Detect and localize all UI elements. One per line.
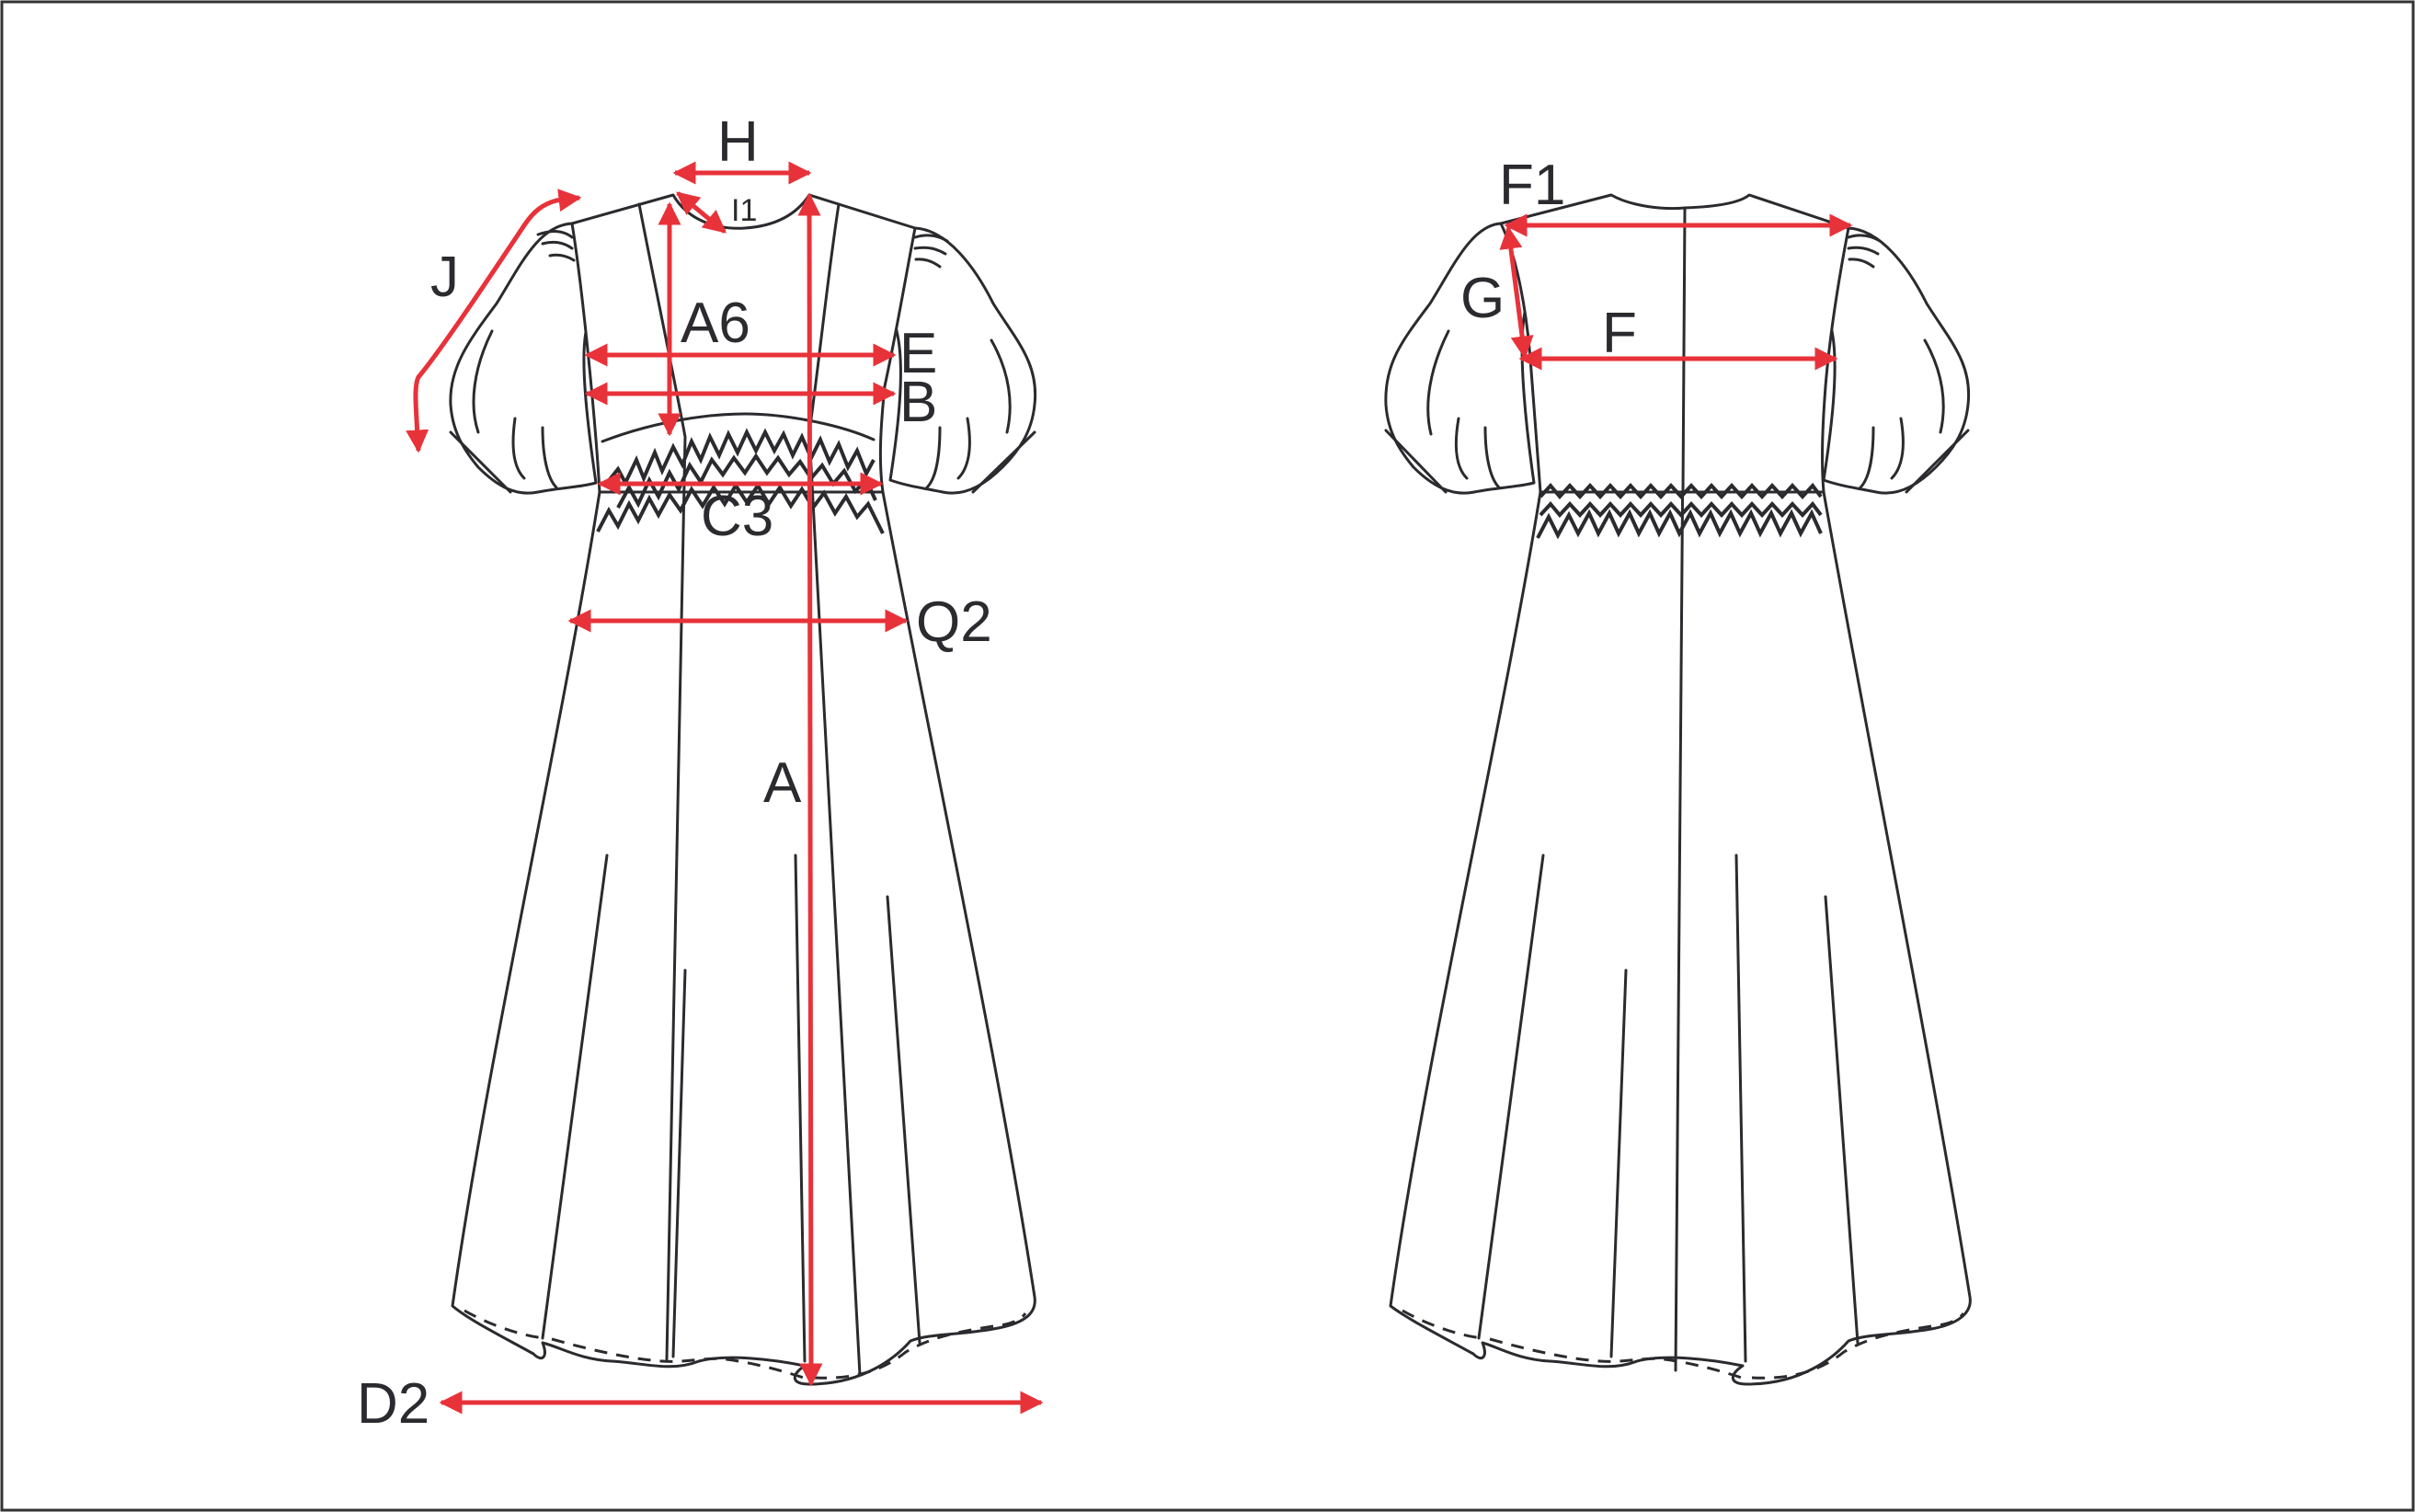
arrow-i1 [676,191,727,234]
front-hem-topstitch [464,1309,1027,1381]
label-b: B [899,371,937,434]
back-view [1384,193,1972,1386]
back-hem-topstitch [1402,1309,1965,1381]
back-right-cuff [1905,429,1970,494]
back-right-sleeve-folds [1859,338,1945,489]
label-f: F [1602,302,1637,365]
front-right-sleeve-gathers [913,234,949,269]
measurement-arrows [406,161,1853,1415]
label-f1: F1 [1499,154,1565,217]
label-j: J [430,246,459,309]
back-left-sleeve-folds [1426,329,1501,489]
front-right-sleeve-folds [925,338,1012,489]
front-smocking-top [605,428,876,487]
back-smocking-top [1539,482,1823,500]
measurement-labels: H I1 J A6 E B C3 Q2 A D2 F1 G F [357,110,1637,1436]
label-g: G [1460,267,1505,330]
front-right-cuff [971,430,1036,494]
label-c3: C3 [701,485,773,548]
label-h: H [717,110,759,174]
arrow-j [406,189,582,453]
front-smocking-upper-edge [601,412,876,443]
label-i1: I1 [731,193,757,228]
arrow-g [1499,225,1534,360]
back-smocking-mid [1539,500,1823,519]
back-bodice [1499,193,1850,494]
back-skirt-folds [1477,853,1860,1363]
label-a: A [763,751,802,815]
back-bodice-center-seam [1681,208,1687,494]
front-skirt [451,490,1036,1386]
label-q2: Q2 [916,590,992,654]
back-left-cuff [1384,429,1448,494]
front-view [449,193,1037,1386]
front-skirt-folds [541,853,921,1363]
arrow-a [797,192,823,1387]
label-e: E [899,322,937,385]
label-a6: A6 [681,292,750,355]
back-smocking-bottom [1536,509,1823,540]
label-d2: D2 [357,1372,429,1436]
